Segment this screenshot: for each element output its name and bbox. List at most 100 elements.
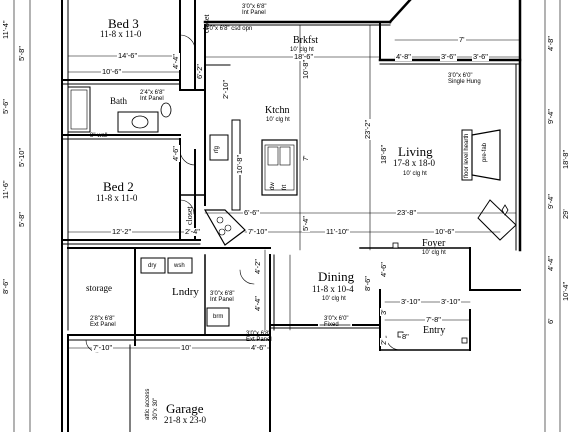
callout-type: Ext Panel (246, 337, 272, 343)
dim-7: 7' (458, 35, 466, 44)
dim-6-6: 6'-6" (243, 208, 260, 217)
dim-v-23-2: 23'-2" (363, 118, 372, 140)
dim-v-5-4: 5'-4" (301, 215, 310, 232)
dim-v-18-6: 18'-6" (379, 143, 388, 165)
dim-23-8: 23'-8" (396, 208, 418, 217)
door-callout-laundry: 3'0"x 6'8"Int Panel (210, 291, 235, 303)
dim-3-10b: 3'-10" (440, 297, 462, 306)
dim-left-7: 8'-6" (1, 278, 10, 295)
dim-right-7: 10'-4" (561, 280, 570, 302)
kitchen-island (261, 139, 298, 196)
room-size-garage: 21-8 x 23-0 (164, 415, 206, 425)
closet-label-mid: closet (185, 206, 194, 225)
appliance-dryer: dry (148, 263, 157, 269)
dim-10: 10' (180, 343, 192, 352)
dim-7-10a: 7'-10" (247, 227, 269, 236)
ceiling-living: 10' clg ht (403, 171, 427, 177)
refrigerator (209, 134, 229, 161)
dim-18-6: 18'-6" (293, 52, 315, 61)
dryer (140, 257, 166, 274)
prefab-label: pre-fab (482, 142, 488, 162)
door-callout-storage: 2'8"x 6'8"Ext Panel (90, 316, 116, 328)
dim-7-8: 7'-8" (425, 315, 442, 324)
dim-v-2: 2' (379, 338, 388, 346)
door-callout-closet-top: 3'0"x 6'8" csd opn (205, 26, 252, 32)
callout-type: Int Panel (210, 297, 234, 303)
dim-3-6a: 3'-6" (440, 52, 457, 61)
room-size-dining: 11-8 x 10-4 (312, 284, 354, 294)
room-name-bed3: Bed 3 (108, 16, 139, 31)
broom-closet-label: brm (213, 314, 224, 320)
dim-v-10-8b: 10'-8" (235, 153, 244, 175)
dim-12-2: 12'-2" (111, 227, 133, 236)
callout-type: Single Hung (448, 79, 481, 85)
dim-3-6b: 3'-6" (472, 52, 489, 61)
washer (167, 257, 193, 274)
fridge-label: rfg (214, 145, 220, 153)
window-callout-living: 3'0"x 6'0"Single Hung (448, 73, 481, 85)
callout-size: 3'0"x 6'8" (242, 4, 267, 10)
callout-size: 2'4"x 6'8" (140, 90, 165, 96)
dim-v-4-4: 4'-4" (171, 53, 180, 70)
dim-10-6-foyer: 10'-6" (434, 227, 456, 236)
window-callout-dining: 3'0"x 6'0"Fixed (324, 316, 349, 328)
dim-right-4: 9'-4" (546, 193, 555, 210)
room-name-laundry: Lndry (172, 286, 199, 298)
callout-type: Int Panel (242, 10, 266, 16)
ceiling-kitchen: 10' clg ht (266, 117, 290, 123)
ceiling-brkfst: 10' clg ht (290, 47, 314, 53)
dim-3-10a: 3'-10" (400, 297, 422, 306)
outlet-marker (392, 242, 399, 249)
room-name-bed2: Bed 2 (103, 179, 134, 194)
wall-brkfst-bay (388, 0, 412, 24)
dim-2-4: 2'-4" (184, 227, 201, 236)
broom-closet (206, 307, 230, 327)
double-sink (267, 146, 279, 166)
fridge-label-2: frt (282, 184, 288, 190)
callout-size: 2'8"x 6'8" (90, 316, 115, 322)
ceiling-dining: 10' clg ht (322, 296, 346, 302)
dim-11-10: 11'-10" (325, 227, 350, 236)
callout-size: 3'0"x 6'8" (205, 26, 230, 32)
callout-size: 3'0"x 6'0" (448, 73, 473, 79)
dim-right-6: 6' (546, 317, 555, 325)
dim-right-8: 29' (561, 208, 570, 220)
room-name-bath: Bath (110, 96, 127, 106)
bath-wall-label: 8" wall (90, 133, 108, 139)
room-name-garage: Garage (166, 401, 204, 416)
dim-right-3: 18'-8" (561, 148, 570, 170)
sink (131, 115, 149, 129)
door-callout-bed3: 3'0"x 6'8"Int Panel (242, 4, 267, 16)
dim-left-2: 5'-8" (17, 45, 26, 62)
bathtub (67, 86, 91, 133)
callout-type: csd opn (231, 26, 253, 32)
appliance-washer: wsh (174, 263, 185, 269)
bay-window-corner (477, 199, 517, 241)
range-cooktop (203, 209, 246, 246)
callout-size: 3'0"x 6'8" (210, 291, 235, 297)
dim-v-6-2: 6'-2" (195, 63, 204, 80)
attic-access-size: 30"x 30" (153, 397, 159, 420)
room-size-living: 17-8 x 18-0 (393, 158, 435, 168)
dim-7-10b: 7'-10" (92, 343, 114, 352)
dishwasher-label: dw (270, 182, 276, 190)
room-name-kitchen: Ktchn (265, 105, 290, 116)
dim-v-4-6a: 4'-6" (171, 145, 180, 162)
dim-v-8: 8" (401, 332, 410, 341)
room-name-living: Living (398, 144, 433, 159)
callout-type: Ext Panel (90, 322, 116, 328)
dim-v-4-6b: 4'-6" (379, 261, 388, 278)
dim-v-2-10: 2'-10" (221, 78, 230, 100)
dim-left-5: 11'-6" (1, 179, 10, 200)
callout-type: Int Panel (140, 96, 164, 102)
callout-type: Fixed (324, 322, 339, 328)
dim-right-2: 9'-4" (546, 108, 555, 125)
door-callout-garage: 3'0"x 6'8"Ext Panel (246, 331, 272, 343)
dim-v-8-6: 8'-6" (363, 275, 372, 292)
room-name-foyer: Foyer (422, 238, 446, 249)
dim-right-1: 4'-8" (546, 35, 555, 52)
room-name-entry: Entry (423, 325, 446, 336)
dim-10-6-top: 10'-6" (101, 67, 123, 76)
dim-4-8: 4'-8" (395, 52, 412, 61)
